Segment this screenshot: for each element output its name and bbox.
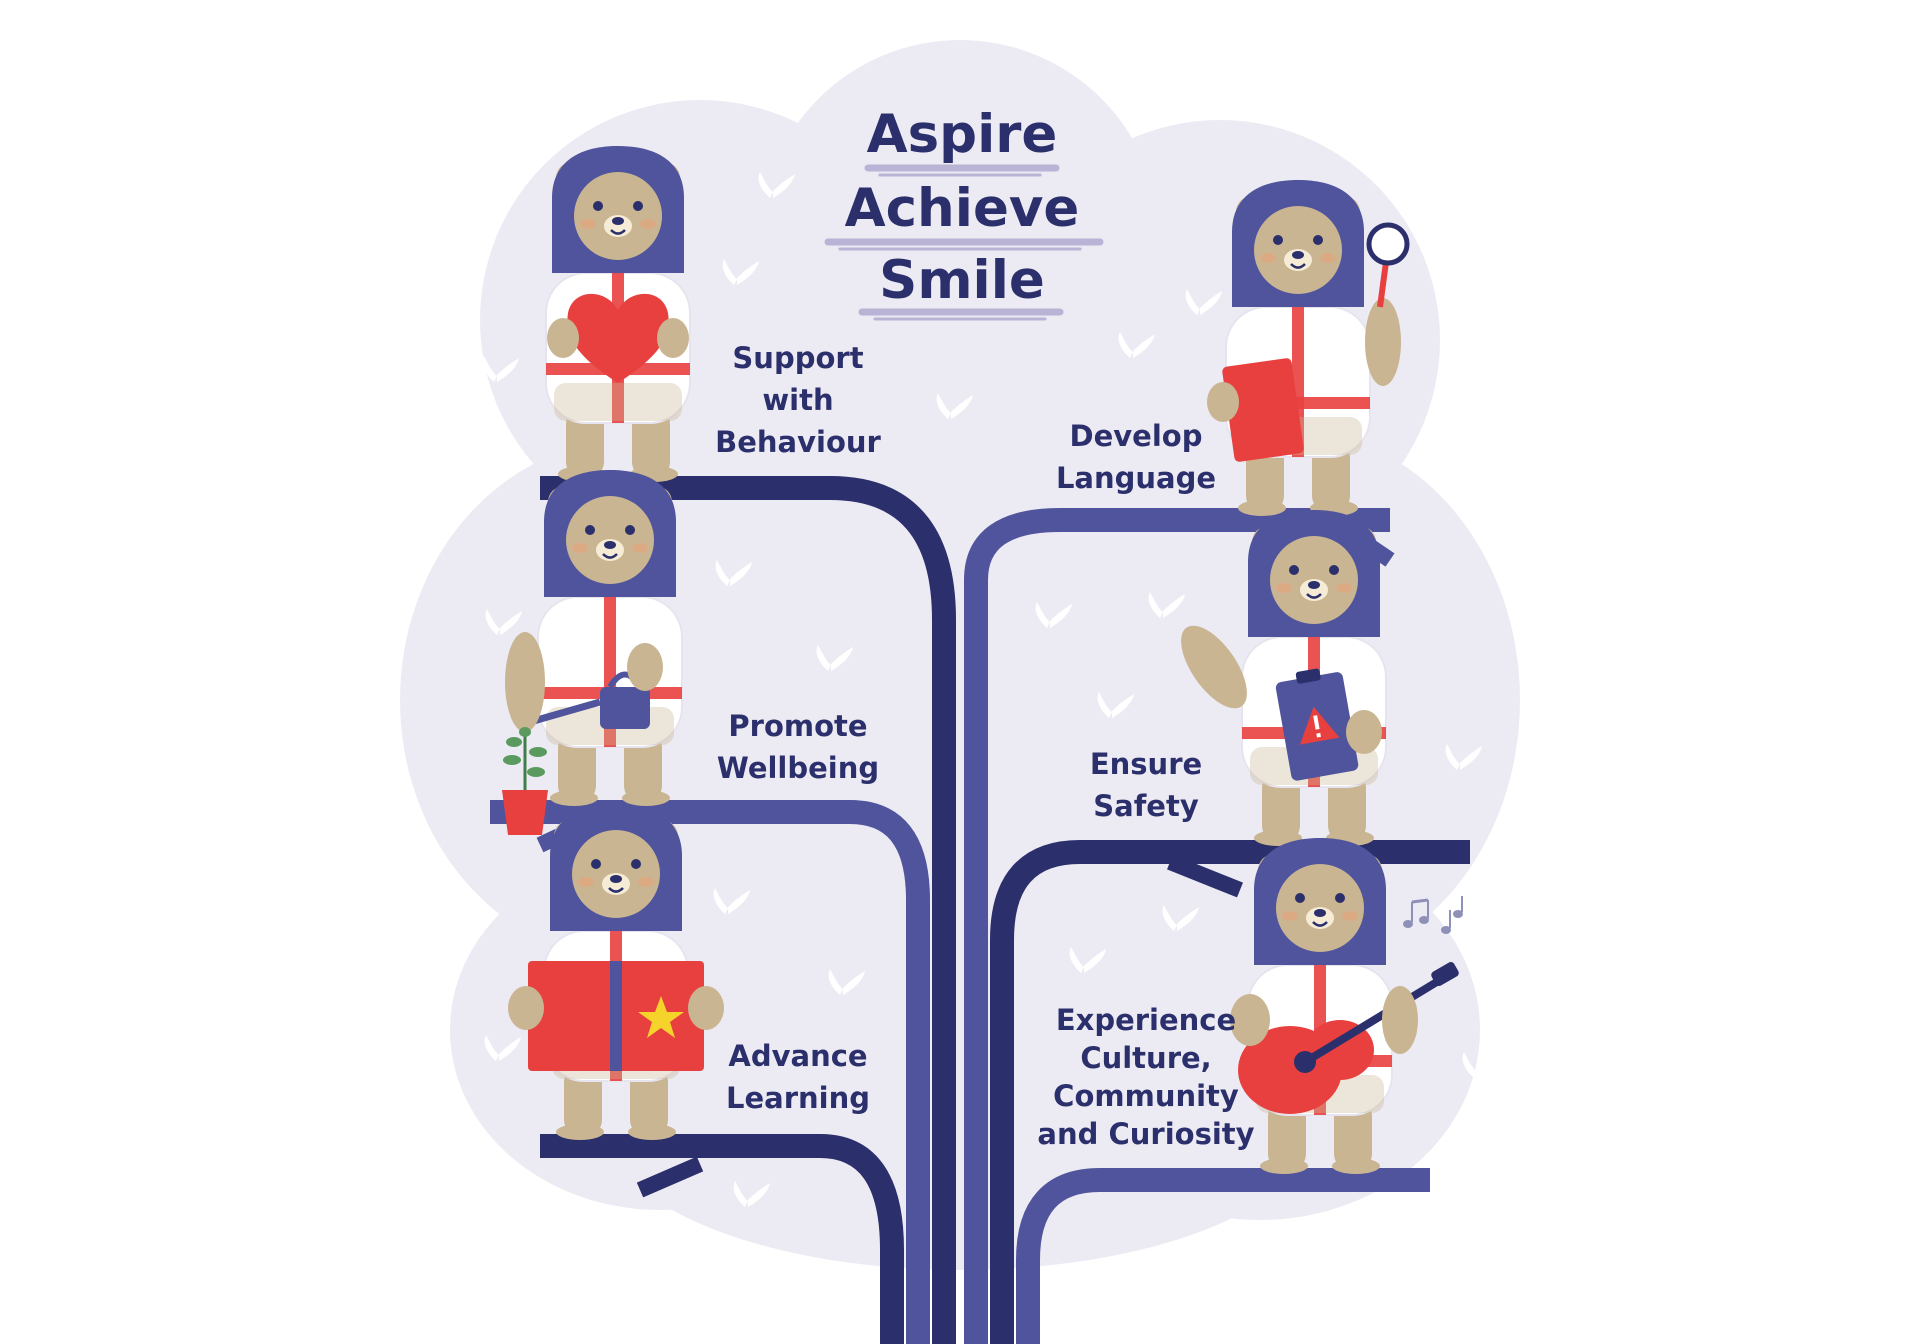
potted-plant-icon <box>502 727 548 835</box>
label-support-line-1: Support <box>732 341 863 375</box>
guitar-icon <box>1238 962 1459 1114</box>
label-support: Support with Behaviour <box>715 341 881 459</box>
label-learning: Advance Learning <box>726 1039 870 1115</box>
label-language-line-2: Language <box>1056 461 1216 495</box>
title-line-3: Smile <box>879 250 1045 311</box>
magnifying-glass-icon <box>1366 222 1410 308</box>
title-line-2: Achieve <box>845 178 1080 239</box>
label-culture-line-4: and Curiosity <box>1037 1117 1254 1151</box>
clipboard-warning-icon <box>1275 668 1359 781</box>
book-star-icon <box>528 961 704 1071</box>
label-wellbeing-line-1: Promote <box>728 709 867 743</box>
label-wellbeing: Promote Wellbeing <box>717 709 879 785</box>
label-support-line-2: with <box>762 383 833 417</box>
title-underlines <box>824 164 1104 321</box>
label-learning-line-1: Advance <box>728 1039 867 1073</box>
bear-heart <box>544 144 692 484</box>
title: Aspire Achieve Smile <box>845 104 1080 311</box>
bear-watering-can <box>505 468 684 808</box>
label-culture: Experience Culture, Community and Curios… <box>1037 1003 1254 1151</box>
music-notes-icon <box>1403 896 1463 934</box>
label-language-line-1: Develop <box>1070 419 1203 453</box>
bear-guitar <box>1230 836 1459 1176</box>
label-culture-line-2: Culture, <box>1080 1041 1211 1075</box>
bear-book <box>508 802 724 1142</box>
tree-trunk <box>490 476 1470 1344</box>
label-learning-line-2: Learning <box>726 1081 870 1115</box>
label-safety-line-1: Ensure <box>1090 747 1202 781</box>
bear-magnifier <box>1207 178 1410 518</box>
label-safety: Ensure Safety <box>1090 747 1202 823</box>
label-support-line-3: Behaviour <box>715 425 881 459</box>
label-wellbeing-line-2: Wellbeing <box>717 751 879 785</box>
title-line-1: Aspire <box>867 104 1058 165</box>
label-culture-line-1: Experience <box>1056 1003 1236 1037</box>
label-safety-line-2: Safety <box>1093 789 1199 823</box>
label-culture-line-3: Community <box>1053 1079 1239 1113</box>
bear-clipboard <box>1181 508 1388 848</box>
heart-icon <box>567 293 669 383</box>
label-language: Develop Language <box>1056 419 1216 495</box>
notebook-icon <box>1222 358 1304 462</box>
